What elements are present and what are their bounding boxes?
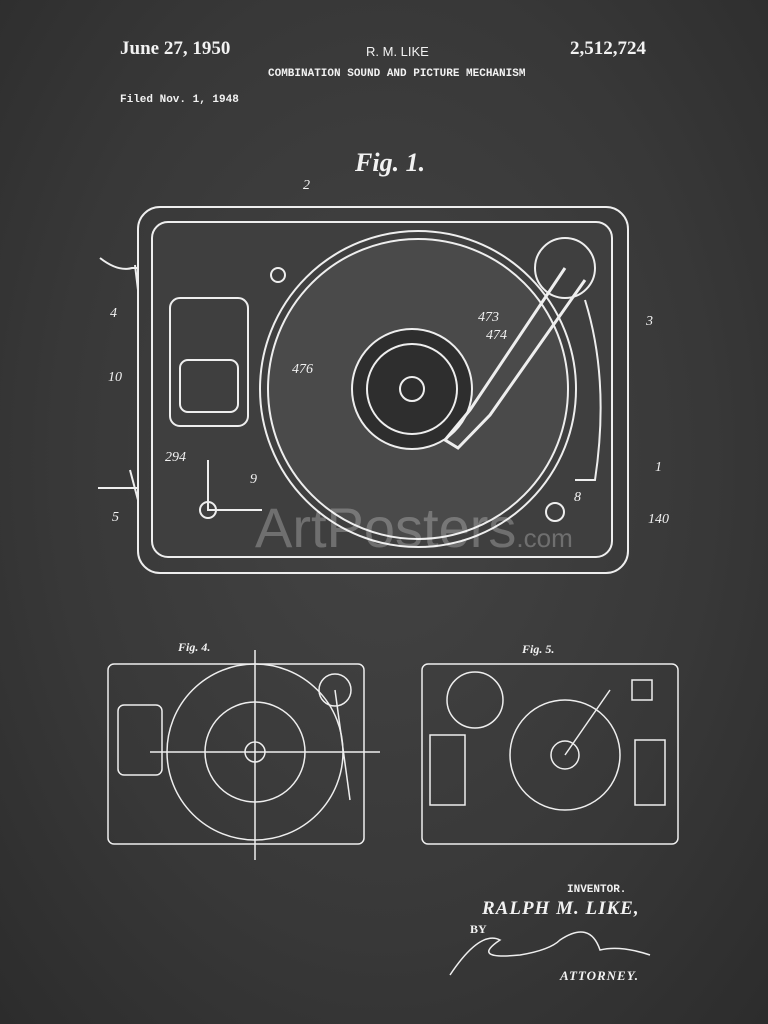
inventor-name: RALPH M. LIKE, [482, 898, 640, 919]
figure-1-label: Fig. 1. [355, 148, 426, 177]
ref-10: 10 [108, 370, 122, 385]
ref-9: 9 [250, 472, 257, 487]
inventor-short-name: R. M. LIKE [366, 44, 429, 59]
figure-5-mechanism [421, 663, 679, 845]
patent-date: June 27, 1950 [120, 38, 231, 59]
ref-2: 2 [303, 178, 310, 193]
ref-4: 4 [110, 306, 117, 321]
ref-294: 294 [165, 450, 186, 465]
inventor-label: INVENTOR. [567, 884, 627, 896]
watermark: ArtPosters.com [255, 495, 573, 560]
patent-title: COMBINATION SOUND AND PICTURE MECHANISM [268, 68, 526, 80]
figure-1-turntable [98, 206, 629, 574]
signature-scribble [449, 931, 651, 976]
filed-date: Filed Nov. 1, 1948 [120, 94, 239, 106]
by-label: BY [470, 922, 487, 936]
ref-3: 3 [646, 314, 653, 329]
ref-474: 474 [486, 328, 507, 343]
figure-4-label: Fig. 4. [178, 640, 211, 654]
figure-5-label: Fig. 5. [522, 642, 555, 656]
ref-140: 140 [648, 512, 669, 527]
ref-1: 1 [655, 460, 662, 475]
ref-5: 5 [112, 510, 119, 525]
figure-4-turntable [107, 650, 380, 860]
ref-8: 8 [574, 490, 581, 505]
watermark-brand: ArtPosters [255, 496, 517, 559]
ref-473: 473 [478, 310, 499, 325]
ref-476: 476 [292, 362, 313, 377]
watermark-suffix: .com [516, 523, 573, 553]
patent-number: 2,512,724 [570, 38, 646, 59]
attorney-label: ATTORNEY. [560, 968, 639, 983]
